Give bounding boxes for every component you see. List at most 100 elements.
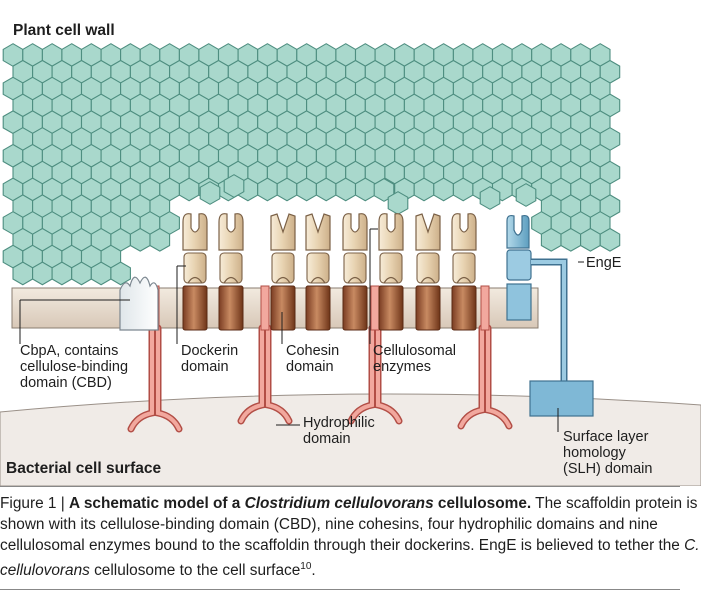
cellulose-hexagon [178, 177, 200, 202]
cellulose-hexagon [433, 177, 454, 202]
cellulose-hexagon [257, 177, 278, 202]
dockerin-domain [343, 252, 367, 284]
cbpa-label-line2: cellulose-binding [20, 359, 128, 375]
cellulose-hexagon [51, 261, 73, 286]
hydrophilic-label-line1: Hydrophilic [303, 415, 375, 431]
cbpa-label-line1: CbpA, contains [20, 343, 118, 359]
cohesin-domain [415, 285, 441, 331]
cellulose-fragment [199, 181, 221, 205]
plant-cell-wall-label: Plant cell wall [13, 22, 115, 39]
cellulose-hexagon [71, 261, 92, 286]
enge-protein [506, 214, 594, 417]
cellulosomal-enzyme [415, 213, 441, 251]
cohesin-domain [270, 285, 296, 331]
cohesin-label-line2: domain [286, 359, 334, 375]
hydrophilic-domain-core [459, 326, 511, 428]
cohesin-domain [378, 285, 404, 331]
caption-fig-label: Figure 1 | [0, 495, 70, 512]
dockerin-hook [420, 276, 436, 284]
cellulose-hexagon [580, 227, 601, 252]
caption-top-rule [0, 486, 680, 487]
cellulose-hexagon [32, 261, 53, 286]
hydrophilic-domain-core [349, 326, 401, 423]
cellulose-hexagon [296, 177, 317, 202]
bacterial-cell-surface [0, 393, 701, 486]
cellulose-hexagon [354, 177, 376, 202]
caption-title: A schematic model of a Clostridium cellu… [69, 495, 532, 512]
cohesin-label-line1: Cohesin [286, 343, 339, 359]
cellulose-hexagon [599, 227, 621, 252]
enge-label: EngE [586, 255, 622, 271]
cellulose-hexagon [149, 227, 171, 252]
slh-domain [529, 380, 594, 417]
cellulosomal-label-line1: Cellulosomal [373, 343, 456, 359]
hydrophilic-domain-core [129, 326, 181, 431]
dockerin-domain [219, 252, 243, 284]
hydrophilic-domain-core [239, 326, 291, 423]
hydrophilic-domains [127, 285, 513, 433]
hydrophilic-linker [480, 285, 490, 331]
caption-body: The scaffoldin protein is shown with its… [0, 495, 700, 580]
cellulose-hexagon [129, 227, 151, 252]
dockerin-hook [456, 276, 472, 284]
caption-bottom-rule [0, 589, 680, 590]
dockerin-hook [275, 276, 291, 284]
cellulosomal-enzyme [270, 213, 296, 251]
cbd-domain [119, 276, 159, 331]
cohesin-domain [182, 285, 208, 331]
cellulosomal-enzyme [182, 213, 208, 251]
cellulose-hexagon [560, 227, 582, 252]
cohesin-enzyme-modules [182, 213, 477, 331]
cellulose-hexagon [540, 227, 562, 252]
bacterial-cell-surface-label: Bacterial cell surface [6, 460, 161, 477]
dockerin-domain [416, 252, 440, 284]
cellulosomal-enzyme [218, 213, 244, 251]
cellulose-hexagon [110, 261, 131, 286]
dockerin-hook [187, 276, 203, 284]
cellulose-hexagon [90, 261, 112, 286]
cellulose-hexagon [276, 177, 298, 202]
cellulosomal-enzyme [342, 213, 368, 251]
dockerin-domain [452, 252, 476, 284]
dockerin-label-line2: domain [181, 359, 229, 375]
slh-label-line1: Surface layer [563, 429, 649, 445]
cohesin-domain [342, 285, 368, 331]
cellulosome-diagram: Plant cell wall Bacterial cell surface E… [0, 22, 701, 486]
cellulose-fragment [515, 183, 537, 207]
dockerin-hook [310, 276, 326, 284]
dockerin-domain [183, 252, 207, 284]
hydrophilic-linker [370, 285, 380, 331]
hydrophilic-label-line2: domain [303, 431, 351, 447]
dockerin-label-line1: Dockerin [181, 343, 238, 359]
cellulosomal-label-line2: enzymes [373, 359, 431, 375]
cbpa-label-line3: domain (CBD) [20, 375, 112, 391]
cellulose-hexagon [315, 177, 337, 202]
dockerin-domain [306, 252, 330, 284]
leader-lines [19, 228, 584, 432]
dockerin-domain [271, 252, 295, 284]
cellulose-fragment [373, 178, 395, 202]
slh-label-line3: (SLH) domain [563, 461, 652, 477]
cellulose-hexagon [12, 261, 34, 286]
cellulosomal-enzyme [451, 213, 477, 251]
cellulosomal-enzyme [305, 213, 331, 251]
cellulose-fragment [387, 191, 409, 215]
cellulose-fragment [479, 186, 501, 210]
dockerin-hook [223, 276, 239, 284]
cellulose-hexagon [452, 177, 474, 202]
dockerin-hook [383, 276, 399, 284]
dockerin-domain [379, 252, 403, 284]
plant-cell-wall-lattice [2, 43, 621, 286]
figure-caption: Figure 1 | A schematic model of a Clostr… [0, 493, 701, 581]
cellulosomal-enzyme [378, 213, 404, 251]
cellulose-hexagon [335, 177, 357, 202]
dockerin-hook [347, 276, 363, 284]
cohesin-domain [305, 285, 331, 331]
cohesin-domain [218, 285, 244, 331]
slh-label-line2: homology [563, 445, 627, 461]
hydrophilic-linker [260, 285, 270, 331]
cellulose-hexagon [413, 177, 435, 202]
cellulose-fragment [223, 174, 245, 198]
cohesin-domain [451, 285, 477, 331]
